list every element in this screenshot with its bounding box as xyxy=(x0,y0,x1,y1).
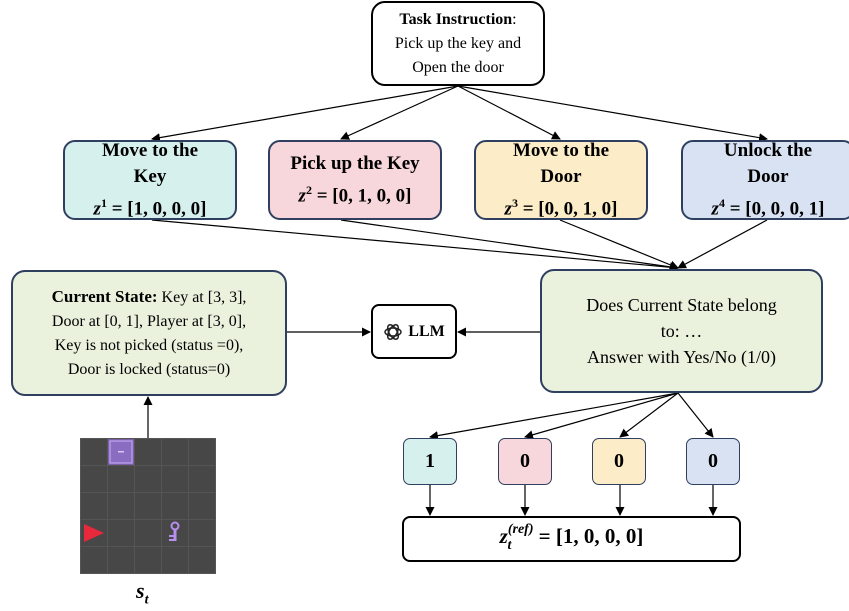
answer-box-4: 0 xyxy=(686,438,740,485)
subtask-label: Move to the xyxy=(512,139,610,161)
subtask-unlock-door: Unlock the Door z4 = [0, 0, 0, 1] xyxy=(681,140,849,220)
subtask-label: Pick up the Key xyxy=(290,152,420,174)
answer-box-2: 0 xyxy=(498,438,552,485)
subtask-label: Move to the xyxy=(101,139,199,161)
gridworld-state-image xyxy=(80,438,216,574)
subtask-label: Unlock the xyxy=(723,139,813,161)
state-line: Current State: Key at [3, 3], xyxy=(51,286,247,306)
subtask-label: Door xyxy=(540,165,582,187)
task-instruction-line: Open the door xyxy=(412,58,504,76)
answer-box-3: 0 xyxy=(592,438,646,485)
subtask-vector: z4 = [0, 0, 0, 1] xyxy=(711,195,825,220)
subtask-label: Key xyxy=(133,165,167,187)
subtask-label: Door xyxy=(747,165,789,187)
subtask-move-to-key: Move to the Key z1 = [1, 0, 0, 0] xyxy=(63,140,237,220)
question-line: to: … xyxy=(660,321,703,341)
openai-logo-icon xyxy=(384,323,403,340)
reference-vector-formula: z(ref)t = [1, 0, 0, 0] xyxy=(499,522,644,553)
subtask-move-to-door: Move to the Door z3 = [0, 0, 1, 0] xyxy=(474,140,648,220)
subtask-vector: z2 = [0, 1, 0, 0] xyxy=(298,182,412,207)
state-line: Key is not picked (status =0), xyxy=(54,336,244,354)
subtask-vector: z1 = [1, 0, 0, 0] xyxy=(93,195,207,220)
key-icon xyxy=(169,521,180,541)
question-line: Answer with Yes/No (1/0) xyxy=(587,347,776,367)
agent-icon xyxy=(84,524,104,542)
question-line: Does Current State belong xyxy=(586,295,777,315)
current-state-box: Current State: Key at [3, 3], Door at [0… xyxy=(11,270,287,396)
state-line: Door is locked (status=0) xyxy=(67,360,231,378)
task-instruction-line: Pick up the key and xyxy=(394,34,522,52)
llm-label: LLM xyxy=(408,322,445,340)
reference-vector-box: z(ref)t = [1, 0, 0, 0] xyxy=(402,516,741,562)
llm-box: LLM xyxy=(371,304,457,359)
state-symbol-label: st xyxy=(136,578,149,608)
subtask-vector: z3 = [0, 0, 1, 0] xyxy=(504,195,618,220)
gridworld-cells xyxy=(80,438,216,574)
subtask-pick-up-key: Pick up the Key z2 = [0, 1, 0, 0] xyxy=(268,140,442,220)
answer-box-1: 1 xyxy=(403,438,457,485)
task-instruction-box: Task Instruction: Pick up the key and Op… xyxy=(371,1,545,86)
door-icon xyxy=(108,439,134,465)
state-line: Door at [0, 1], Player at [3, 0], xyxy=(51,312,247,330)
task-instruction-title: Task Instruction: xyxy=(399,10,517,28)
question-box: Does Current State belong to: … Answer w… xyxy=(540,269,823,393)
